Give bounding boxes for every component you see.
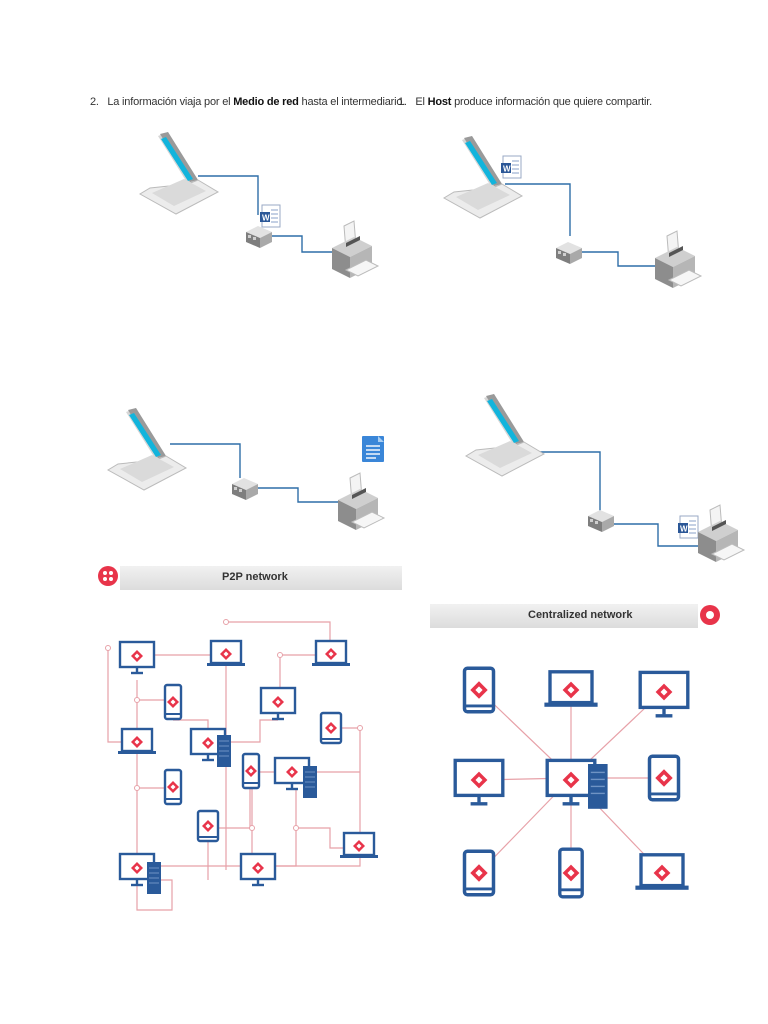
step-1-caption: 1. El Host produce información que quier… <box>398 96 652 108</box>
diagram-step-2 <box>139 131 379 279</box>
p2p-banner <box>120 566 402 590</box>
tablet-icon <box>650 756 679 800</box>
host-printer-diagrams: W <box>107 131 745 563</box>
centralized-nodes <box>455 668 688 897</box>
p2p-title: P2P network <box>222 571 288 583</box>
document-icon <box>362 436 384 462</box>
centralized-logo-icon <box>700 605 720 625</box>
centralized-banner <box>430 604 698 628</box>
tablet-icon <box>465 668 494 712</box>
server-icon <box>146 861 162 895</box>
p2p-junctions <box>105 619 363 831</box>
step-1-suffix: produce información que quiere compartir… <box>451 96 652 108</box>
step-1-prefix: El <box>415 96 428 108</box>
laptop-icon <box>340 833 378 858</box>
monitor-icon <box>120 642 154 673</box>
step-2-bold: Medio de red <box>233 96 299 108</box>
laptop-icon <box>544 672 597 707</box>
step-2-suffix: hasta el intermediario. <box>298 96 406 108</box>
laptop-icon <box>118 729 156 754</box>
centralized-title: Centralized network <box>528 609 633 621</box>
laptop-icon <box>635 855 688 890</box>
monitor-icon <box>241 854 275 885</box>
p2p-logo-icon <box>98 566 118 586</box>
tablet-icon <box>198 811 218 841</box>
tablet-icon <box>465 851 494 895</box>
step-2-caption: 2. La información viaja por el Medio de … <box>90 96 405 108</box>
monitor-icon <box>455 760 503 803</box>
monitor-icon <box>261 688 295 719</box>
monitor-icon <box>640 672 688 715</box>
central-server-icon <box>587 763 609 810</box>
server-icon <box>216 734 232 768</box>
phone-icon <box>243 754 259 788</box>
phone-icon <box>165 685 181 719</box>
p2p-nodes <box>118 641 378 895</box>
laptop-icon <box>207 641 245 666</box>
central-monitor-icon <box>547 760 595 803</box>
phone-icon <box>165 770 181 804</box>
server-icon <box>302 765 318 799</box>
diagram-step-4 <box>107 407 385 531</box>
diagram-step-1 <box>443 135 702 289</box>
diagram-step-3 <box>465 393 745 563</box>
step-1-bold: Host <box>427 96 452 108</box>
tablet-icon <box>321 713 341 743</box>
laptop-icon <box>312 641 350 666</box>
step-2-number: 2. <box>90 96 99 108</box>
phone-icon <box>560 849 582 897</box>
step-2-prefix: La información viaja por el <box>107 96 234 108</box>
step-1-number: 1. <box>398 96 407 108</box>
